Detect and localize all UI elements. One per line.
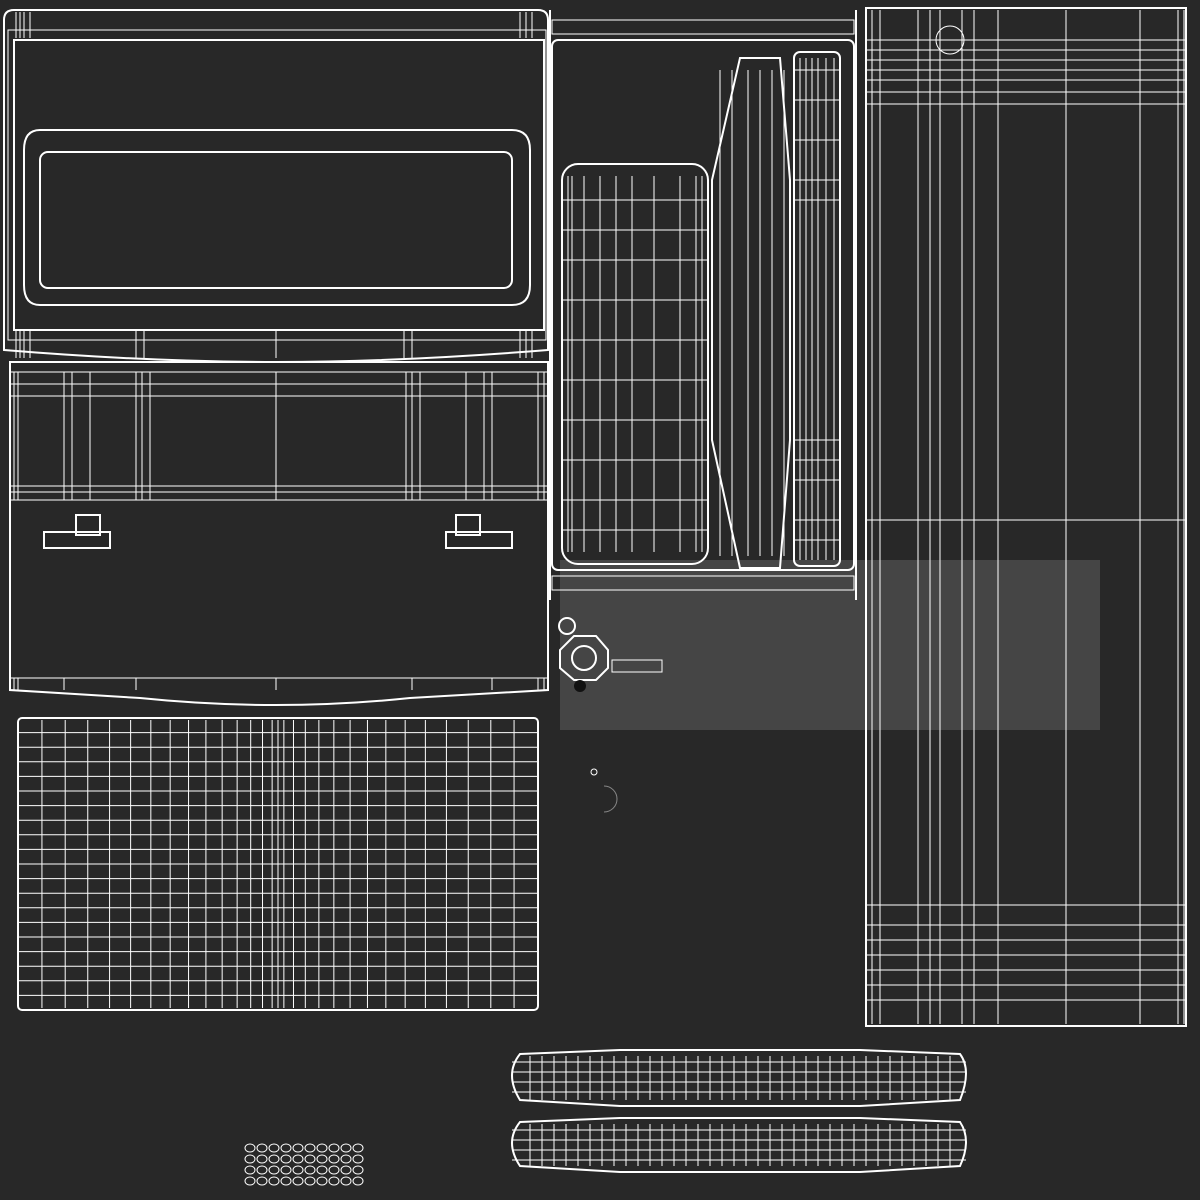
bolt-island xyxy=(304,1165,316,1175)
rotate-icon xyxy=(603,785,618,813)
bolt-island xyxy=(352,1143,364,1153)
texture-patch xyxy=(560,560,1100,730)
bolt-island xyxy=(244,1176,256,1186)
bolt-island xyxy=(292,1143,304,1153)
knob-icon xyxy=(558,617,663,692)
bolt-island xyxy=(256,1176,268,1186)
bolt-island xyxy=(328,1143,340,1153)
bolt-island xyxy=(292,1176,304,1186)
bolt-island xyxy=(328,1165,340,1175)
bolt-island xyxy=(304,1143,316,1153)
bolt-island xyxy=(328,1154,340,1164)
bottom-panel xyxy=(17,717,539,1011)
clip-left xyxy=(43,514,111,549)
bolt-island xyxy=(328,1176,340,1186)
bolt-island xyxy=(304,1176,316,1186)
bolt-island xyxy=(352,1154,364,1164)
bolt-island xyxy=(280,1143,292,1153)
bolt-island xyxy=(316,1176,328,1186)
handle-lower xyxy=(511,1117,967,1173)
power-icon xyxy=(590,768,598,776)
front-panel-body xyxy=(9,361,549,706)
bolt-island xyxy=(256,1143,268,1153)
front-panel-frame xyxy=(3,9,549,364)
bolt-island xyxy=(280,1165,292,1175)
bolt-island xyxy=(352,1176,364,1186)
bolt-island xyxy=(268,1165,280,1175)
bolt-island xyxy=(256,1165,268,1175)
bolt-island xyxy=(304,1154,316,1164)
clip-right xyxy=(445,514,513,549)
bolt-island xyxy=(244,1143,256,1153)
bolt-island xyxy=(340,1154,352,1164)
bolt-island xyxy=(316,1143,328,1153)
bolt-island xyxy=(280,1176,292,1186)
bolt-island xyxy=(268,1154,280,1164)
bolt-island xyxy=(244,1154,256,1164)
bolt-island xyxy=(280,1154,292,1164)
bolt-island xyxy=(244,1165,256,1175)
handle-upper xyxy=(511,1049,967,1107)
bolt-island xyxy=(340,1165,352,1175)
bolt-island xyxy=(340,1143,352,1153)
bolt-island xyxy=(316,1165,328,1175)
bolt-island xyxy=(340,1176,352,1186)
bolt-island xyxy=(256,1154,268,1164)
bolt-cluster xyxy=(244,1143,364,1186)
bolt-island xyxy=(352,1165,364,1175)
bolt-island xyxy=(292,1154,304,1164)
bolt-island xyxy=(268,1176,280,1186)
bolt-island xyxy=(292,1165,304,1175)
side-panel xyxy=(549,10,857,600)
bolt-island xyxy=(268,1143,280,1153)
bolt-island xyxy=(316,1154,328,1164)
tall-side-panel xyxy=(865,7,1187,1027)
